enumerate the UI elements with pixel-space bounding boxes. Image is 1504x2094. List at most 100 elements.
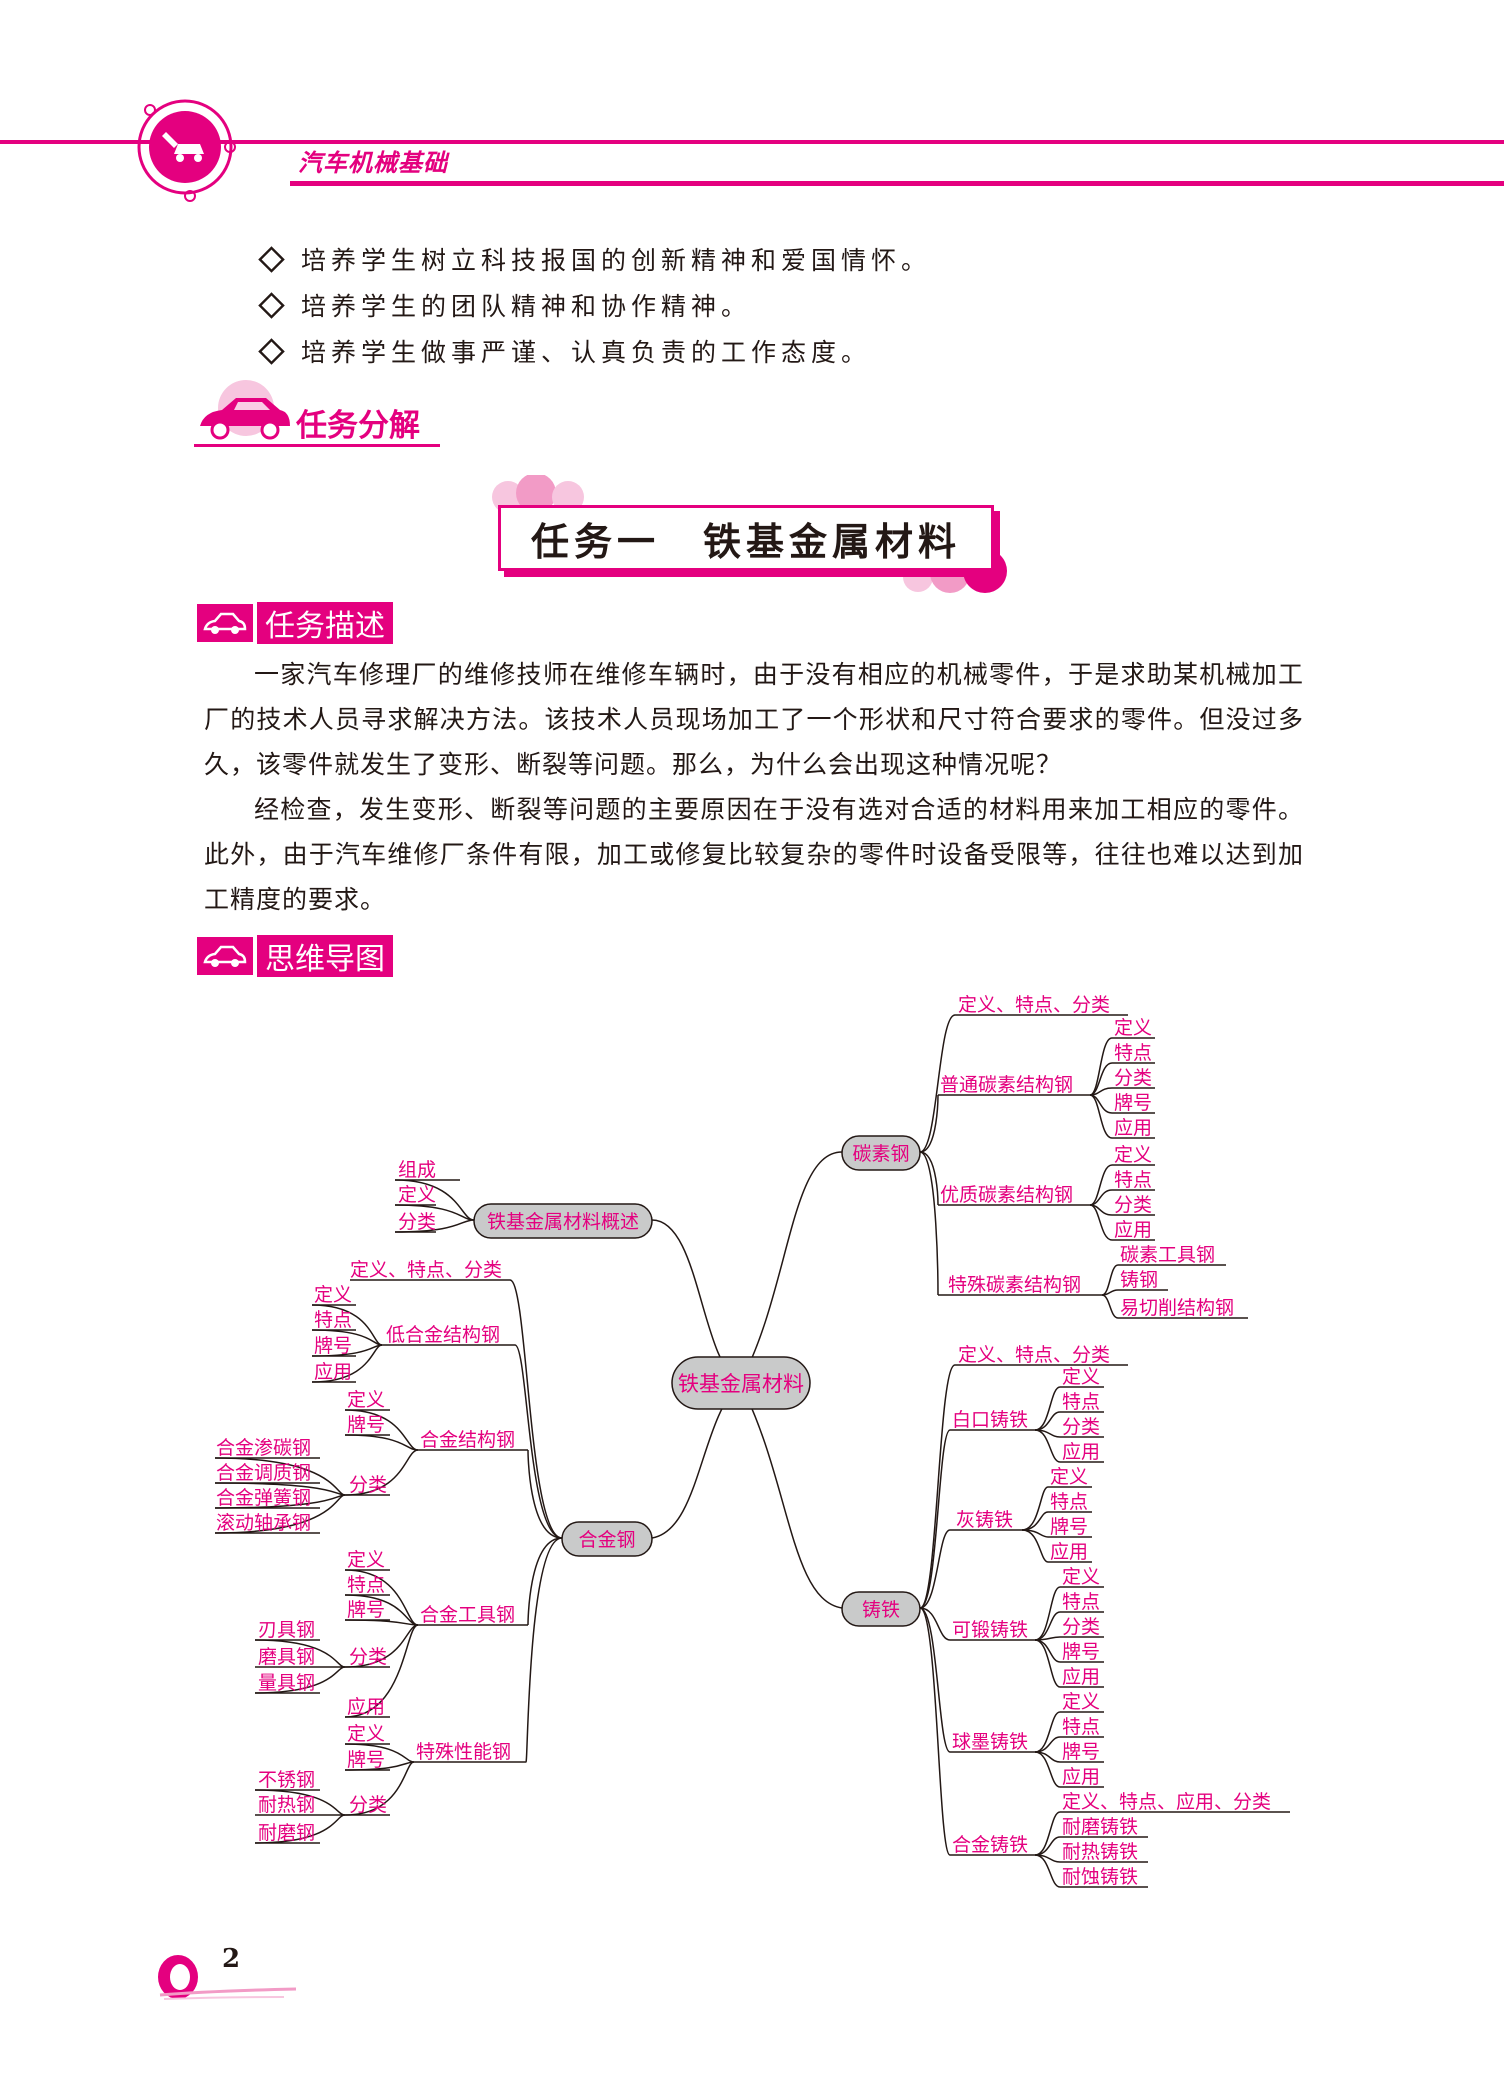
mindmap-leaf: 定义、特点、分类 [350, 1259, 502, 1281]
header-rule [0, 140, 1504, 144]
banner-underline [194, 444, 440, 447]
mindmap-leaf: 特点 [1062, 1591, 1100, 1613]
mindmap-leaf: 应用 [1062, 1666, 1100, 1688]
header-underline [290, 181, 1504, 186]
mindmap-leaf: 定义 [398, 1184, 436, 1206]
mindmap-leaf: 易切削结构钢 [1120, 1297, 1234, 1319]
diamond-bullet-icon [258, 337, 285, 365]
mindmap-leaf: 定义 [1062, 1366, 1100, 1388]
mindmap-root: 铁基金属材料 [678, 1372, 804, 1396]
mindmap-node: 灰铸铁 [956, 1509, 1013, 1531]
mindmap-leaf: 特点 [1114, 1169, 1152, 1191]
page-number: 2 [222, 1944, 241, 1974]
mindmap-node: 优质碳素结构钢 [940, 1184, 1073, 1206]
mindmap-leaf: 分类 [398, 1211, 436, 1233]
mindmap-leaf: 定义、特点、应用、分类 [1062, 1791, 1271, 1813]
car-icon [197, 937, 253, 975]
mindmap-leaf: 牌号 [347, 1414, 385, 1436]
mindmap-leaf: 定义 [1050, 1466, 1088, 1488]
description-header: 任务描述 [197, 602, 393, 644]
mindmap-leaf: 应用 [347, 1696, 385, 1718]
mindmap-leaf: 特点 [1050, 1491, 1088, 1513]
mindmap-leaf: 特点 [1062, 1716, 1100, 1738]
mindmap-node: 合金结构钢 [420, 1429, 515, 1451]
list-item: 培养学生做事严谨、认真负责的工作态度。 [258, 328, 931, 374]
mindmap-node: 特殊性能钢 [416, 1741, 511, 1763]
mindmap-node: 合金工具钢 [420, 1604, 515, 1626]
mindmap-leaf: 应用 [1114, 1117, 1152, 1139]
mindmap-leaf: 定义 [1062, 1566, 1100, 1588]
mindmap-leaf: 定义 [347, 1723, 385, 1745]
mindmap-leaf: 牌号 [347, 1749, 385, 1771]
mindmap-leaf: 定义 [1114, 1144, 1152, 1166]
mindmap-leaf: 定义、特点、分类 [958, 1344, 1110, 1366]
goal-text: 培养学生树立科技报国的创新精神和爱国情怀。 [301, 246, 932, 275]
page-swirl-icon [158, 1955, 297, 2000]
mindmap-leaf: 铸钢 [1120, 1269, 1158, 1291]
mindmap-leaf: 定义 [1114, 1017, 1152, 1039]
task-title: 任务一 铁基金属材料 [498, 505, 994, 571]
description-label: 任务描述 [257, 602, 393, 644]
car-icon [197, 604, 253, 642]
mindmap-leaf: 不锈钢 [258, 1769, 315, 1791]
list-item: 培养学生的团队精神和协作精神。 [258, 282, 931, 328]
mindmap-leaf: 特点 [314, 1309, 352, 1331]
mindmap-node: 铸铁 [862, 1599, 900, 1621]
mindmap-leaf: 碳素工具钢 [1120, 1244, 1215, 1266]
goal-list: 培养学生树立科技报国的创新精神和爱国情怀。 培养学生的团队精神和协作精神。 培养… [258, 236, 931, 374]
mindmap-leaf: 牌号 [1062, 1641, 1100, 1663]
list-item: 培养学生树立科技报国的创新精神和爱国情怀。 [258, 236, 931, 282]
mindmap-leaf: 分类 [349, 1794, 387, 1816]
mindmap-leaf: 合金调质钢 [216, 1462, 311, 1484]
mindmap-leaf: 耐磨铸铁 [1062, 1816, 1138, 1838]
task-decomposition-label: 任务分解 [296, 408, 420, 444]
mindmap-leaf: 特点 [1114, 1042, 1152, 1064]
mindmap-leaf: 牌号 [1050, 1516, 1088, 1538]
mindmap-leaf: 牌号 [1114, 1092, 1152, 1114]
mindmap-label: 思维导图 [257, 935, 393, 977]
mindmap-leaf: 定义、特点、分类 [958, 994, 1110, 1016]
mindmap-leaf: 应用 [314, 1361, 352, 1383]
mindmap-leaf: 耐热钢 [258, 1794, 315, 1816]
mindmap-header: 思维导图 [197, 935, 393, 977]
mindmap-leaf: 定义 [314, 1284, 352, 1306]
description-paragraph: 一家汽车修理厂的维修技师在维修车辆时，由于没有相应的机械零件，于是求助某机械加工… [204, 660, 1304, 779]
mindmap-leaf: 耐热铸铁 [1062, 1841, 1138, 1863]
mindmap-leaf: 牌号 [1062, 1741, 1100, 1763]
goal-text: 培养学生的团队精神和协作精神。 [301, 292, 752, 321]
mindmap-leaf: 定义 [347, 1549, 385, 1571]
mindmap-leaf: 应用 [1114, 1219, 1152, 1241]
mindmap-leaf: 滚动轴承钢 [216, 1512, 311, 1534]
car-icon [200, 380, 290, 440]
mindmap-node: 合金钢 [578, 1529, 635, 1551]
mindmap-leaf: 分类 [1114, 1194, 1152, 1216]
mindmap-leaf: 应用 [1062, 1766, 1100, 1788]
diamond-bullet-icon [258, 291, 285, 319]
mindmap-leaf: 量具钢 [258, 1672, 315, 1694]
mindmap-leaf: 耐蚀铸铁 [1062, 1866, 1138, 1888]
mindmap-leaf: 分类 [349, 1474, 387, 1496]
mindmap-leaf: 定义 [347, 1389, 385, 1411]
mindmap-leaf: 特点 [1062, 1391, 1100, 1413]
mindmap-leaf: 合金渗碳钢 [216, 1437, 311, 1459]
description-paragraph: 经检查，发生变形、断裂等问题的主要原因在于没有选对合适的材料用来加工相应的零件。… [204, 795, 1304, 914]
mindmap-leaf: 分类 [1114, 1067, 1152, 1089]
header-title: 汽车机械基础 [298, 149, 448, 177]
mindmap-leaf: 刃具钢 [258, 1619, 315, 1641]
mindmap-node: 铁基金属材料概述 [487, 1211, 639, 1233]
mindmap-leaf: 分类 [349, 1646, 387, 1668]
mindmap-leaf: 应用 [1062, 1441, 1100, 1463]
mindmap-leaf: 分类 [1062, 1416, 1100, 1438]
diamond-bullet-icon [258, 245, 285, 273]
mindmap-node: 碳素钢 [852, 1143, 909, 1165]
mindmap-node: 合金铸铁 [952, 1834, 1028, 1856]
mindmap-leaf: 定义 [1062, 1691, 1100, 1713]
mindmap-node: 球墨铸铁 [952, 1731, 1028, 1753]
mindmap-leaf: 牌号 [314, 1335, 352, 1357]
mindmap-leaf: 牌号 [347, 1599, 385, 1621]
goal-text: 培养学生做事严谨、认真负责的工作态度。 [301, 338, 872, 367]
mindmap-leaf: 分类 [1062, 1616, 1100, 1638]
wrench-car-logo-icon [137, 99, 236, 202]
mindmap-node: 白口铸铁 [952, 1409, 1028, 1431]
